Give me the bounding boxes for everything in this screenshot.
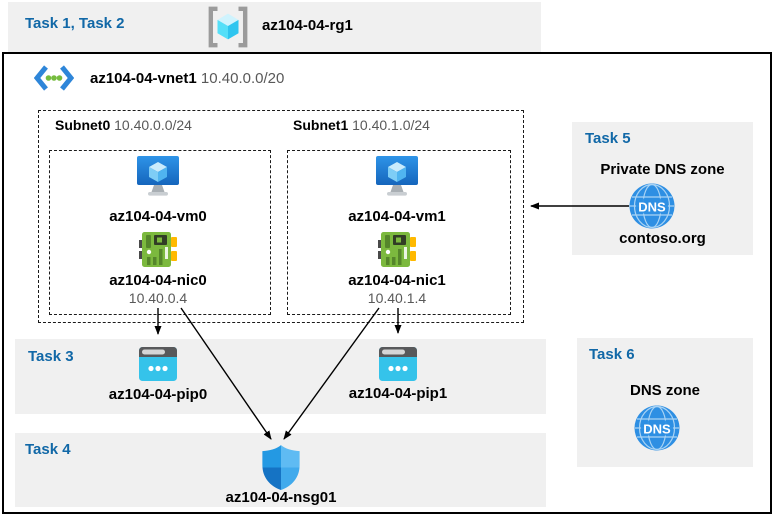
subnet1-resources: az104-04-vm1 az104-04-nic1 10.40.1.4 xyxy=(297,156,497,306)
vm0-name: az104-04-vm0 xyxy=(109,208,207,225)
private-dns-zone-name: contoso.org xyxy=(619,230,706,247)
nsg-name: az104-04-nsg01 xyxy=(225,489,337,506)
svg-text:DNS: DNS xyxy=(638,200,666,215)
subnet0-name: Subnet0 xyxy=(55,117,111,133)
task6-label: Task 6 xyxy=(589,346,635,363)
subnet1-name: Subnet1 xyxy=(293,117,349,133)
dns-zone-title: DNS zone xyxy=(629,382,700,399)
subnets-container-box xyxy=(38,110,524,323)
subnet0-cidr: 10.40.0.0/24 xyxy=(114,117,192,133)
public-ip-icon xyxy=(379,347,417,381)
subnet0-box xyxy=(49,150,271,315)
task3-panel xyxy=(15,339,546,414)
virtual-network-icon xyxy=(34,65,74,91)
nic0-ip: 10.40.0.4 xyxy=(128,290,188,306)
task5-label: Task 5 xyxy=(585,130,631,147)
subnet1-label: Subnet1 10.40.1.0/24 xyxy=(293,117,430,133)
nic0-name: az104-04-nic0 xyxy=(109,272,207,289)
dns-zone-icon: DNS xyxy=(634,405,680,451)
task-1-2-label: Task 1, Task 2 xyxy=(25,15,125,32)
nic1-ip: 10.40.1.4 xyxy=(367,290,427,306)
resource-group-band: Task 1, Task 2 az104-04-rg1 xyxy=(8,2,541,52)
resource-group-icon xyxy=(208,6,248,48)
network-interface-icon xyxy=(139,232,177,267)
public-ip-icon xyxy=(139,347,177,381)
private-dns-zone-icon: DNS xyxy=(629,183,675,229)
network-interface-icon xyxy=(378,232,416,267)
diagram-frame xyxy=(2,52,772,514)
vnet-name: az104-04-vnet1 xyxy=(90,69,197,87)
task4-label: Task 4 xyxy=(25,441,71,458)
virtual-machine-icon xyxy=(376,156,418,196)
subnet0-label: Subnet0 10.40.0.0/24 xyxy=(55,117,192,133)
subnet1-box xyxy=(287,150,511,315)
task3-label: Task 3 xyxy=(28,348,74,365)
pip1-name: az104-04-pip1 xyxy=(348,385,448,402)
vnet-cidr: 10.40.0.0/20 xyxy=(200,69,285,87)
resource-group-name: az104-04-rg1 xyxy=(262,17,353,34)
network-security-group-icon xyxy=(262,445,300,491)
virtual-machine-icon xyxy=(137,156,179,196)
subnet0-resources: az104-04-vm0 az104-04-nic0 10.40.0.4 xyxy=(58,156,258,306)
nic1-name: az104-04-nic1 xyxy=(348,272,446,289)
vnet-header: az104-04-vnet1 10.40.0.0/20 xyxy=(34,64,284,92)
svg-text:DNS: DNS xyxy=(643,422,671,437)
subnet1-cidr: 10.40.1.0/24 xyxy=(352,117,430,133)
vm1-name: az104-04-vm1 xyxy=(348,208,446,225)
pip0-name: az104-04-pip0 xyxy=(108,386,208,403)
private-dns-zone-title: Private DNS zone xyxy=(600,161,725,178)
